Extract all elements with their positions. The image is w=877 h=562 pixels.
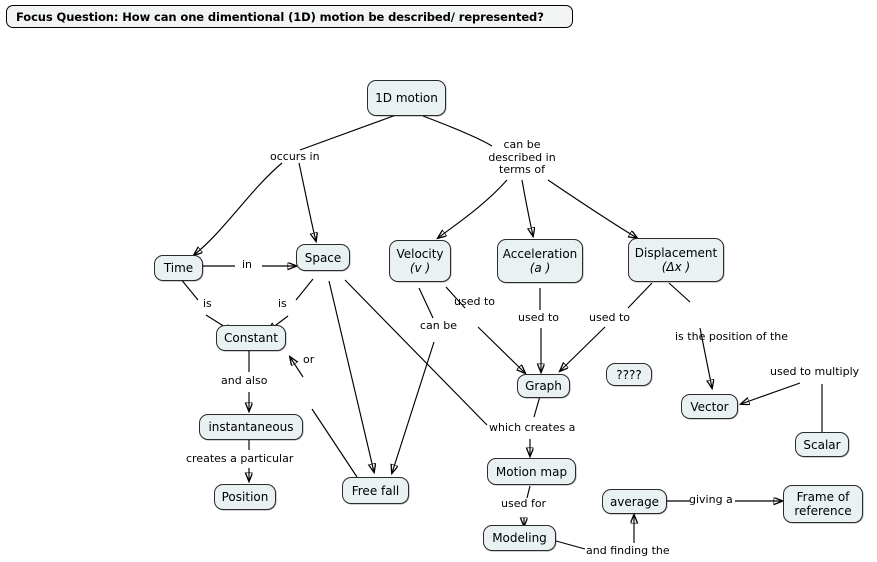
node-constant[interactable]: Constant	[216, 325, 286, 351]
node-displacement-symbol: (Δx )	[661, 260, 691, 274]
node-vector-label: Vector	[690, 399, 729, 414]
node-velocity[interactable]: Velocity (v )	[389, 240, 451, 282]
node-acceleration-label: Acceleration	[502, 247, 578, 261]
edge-label-used-to-multiply: used to multiply	[770, 365, 860, 378]
node-position[interactable]: Position	[214, 484, 276, 510]
edge-modeling-andfinding	[555, 540, 586, 550]
edge-label-can-be-described-in-terms-of: can be described in terms of	[488, 138, 556, 176]
node-space[interactable]: Space	[296, 244, 350, 271]
edge-label-in: in	[242, 258, 253, 271]
edge-space-freefall	[328, 280, 374, 472]
node-motion-map[interactable]: Motion map	[487, 458, 576, 485]
node-displacement[interactable]: Displacement (Δx )	[628, 238, 724, 282]
edge-label-creates-a-particular: creates a particular	[186, 452, 294, 465]
edge-freefall-or	[311, 408, 358, 478]
node-unknown-label: ????	[616, 367, 642, 382]
node-average[interactable]: average	[602, 489, 667, 514]
edge-label-used-to-acceleration: used to	[518, 311, 559, 324]
node-acceleration-symbol: (a )	[529, 261, 551, 275]
edge-label-or: or	[303, 353, 315, 366]
node-graph[interactable]: Graph	[517, 374, 570, 398]
node-constant-label: Constant	[224, 331, 278, 345]
node-frame-of-reference-label2: reference	[794, 504, 852, 518]
edge-time-is	[179, 277, 199, 301]
node-instantaneous-label: instantaneous	[208, 420, 294, 434]
node-displacement-label: Displacement	[634, 246, 718, 260]
edge-describedin-displacement	[547, 179, 637, 238]
node-free-fall-label: Free fall	[351, 483, 400, 498]
node-modeling-label: Modeling	[492, 531, 547, 545]
node-velocity-label: Velocity	[396, 247, 444, 261]
edge-displacement-usedto	[627, 282, 653, 309]
node-motion-map-label: Motion map	[495, 464, 568, 479]
edge-label-occurs-in: occurs in	[270, 150, 320, 163]
edge-or-constant	[290, 357, 304, 378]
edge-space-is	[295, 278, 314, 301]
edge-label-which-creates-a: which creates a	[489, 421, 576, 434]
edge-occursin-time	[194, 162, 283, 255]
node-average-label: average	[609, 494, 660, 509]
edge-motion-occursin	[299, 114, 397, 151]
edge-describedin-acceleration	[521, 179, 533, 236]
edge-label-and-finding-the: and finding the	[586, 544, 670, 557]
edge-canbe-freefall	[392, 341, 435, 473]
edge-label-is-the-position-of-the: is the position of the	[675, 330, 789, 343]
node-scalar[interactable]: Scalar	[795, 432, 849, 457]
edge-label-can-be: can be	[420, 319, 458, 332]
focus-question-text: Focus Question: How can one dimentional …	[16, 9, 544, 24]
node-1d-motion-label: 1D motion	[375, 91, 438, 105]
edge-occursin-space	[298, 162, 316, 241]
node-free-fall[interactable]: Free fall	[342, 477, 409, 504]
node-scalar-label: Scalar	[803, 437, 841, 452]
edge-usedtomultiply-vector	[741, 382, 801, 404]
edge-usedto-graph-d	[560, 326, 606, 371]
node-frame-of-reference[interactable]: Frame of reference	[783, 485, 863, 523]
node-graph-label: Graph	[525, 379, 562, 393]
edge-label-and-also: and also	[221, 374, 268, 387]
node-velocity-symbol: (v )	[409, 261, 431, 275]
edge-label-giving-a: giving a	[689, 493, 733, 506]
edge-graph-whichcreates	[533, 395, 541, 418]
edge-label-used-for: used for	[501, 497, 547, 510]
edge-describedin-velocity	[438, 179, 508, 238]
node-1d-motion[interactable]: 1D motion	[367, 80, 446, 116]
edge-label-used-to-displacement: used to	[589, 311, 630, 324]
edge-motion-describedin	[422, 115, 493, 147]
edge-label-is-space: is	[278, 297, 287, 310]
node-time[interactable]: Time	[154, 255, 203, 281]
node-vector[interactable]: Vector	[681, 394, 738, 419]
node-frame-of-reference-label: Frame of	[796, 490, 850, 504]
node-position-label: Position	[221, 490, 269, 504]
node-instantaneous[interactable]: instantaneous	[199, 414, 303, 440]
node-space-label: Space	[304, 250, 342, 265]
node-time-label: Time	[163, 261, 194, 275]
node-modeling[interactable]: Modeling	[483, 525, 556, 551]
edge-label-is-time: is	[203, 297, 212, 310]
node-unknown[interactable]: ????	[606, 363, 652, 386]
focus-question-banner: Focus Question: How can one dimentional …	[6, 5, 573, 28]
edge-label-used-to-velocity: used to	[454, 295, 495, 308]
edge-usedto-graph-v	[477, 326, 525, 373]
node-acceleration[interactable]: Acceleration (a )	[497, 239, 583, 283]
edge-velocity-canbe	[418, 287, 434, 319]
edge-displacement-isposition	[668, 282, 691, 303]
